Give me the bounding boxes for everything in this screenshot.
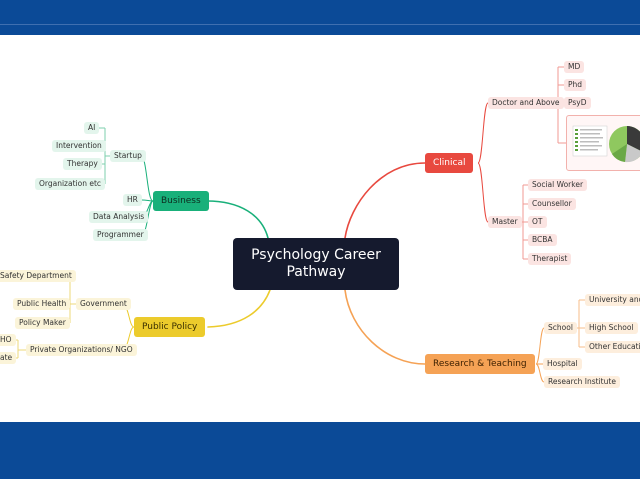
school-item-university[interactable]: University and C	[585, 294, 640, 306]
master-item-bcba[interactable]: BCBA	[528, 234, 557, 246]
startup-node[interactable]: Startup	[110, 150, 146, 162]
research-item-hospital[interactable]: Hospital	[543, 358, 582, 370]
doctor-node[interactable]: Doctor and Above	[488, 97, 564, 109]
top-banner-rule	[0, 24, 640, 25]
thumbnail-graphic	[572, 125, 640, 163]
research-item-institute[interactable]: Research Institute	[544, 376, 620, 388]
link-research-institute	[535, 363, 545, 383]
link-clinical-master	[477, 162, 489, 223]
research-teaching-node[interactable]: Research & Teaching	[425, 354, 535, 374]
school-item-other-education[interactable]: Other Education	[585, 341, 640, 353]
business-item-programmer[interactable]: Programmer	[93, 229, 148, 241]
link-research-school	[535, 327, 545, 365]
attached-image-thumbnail[interactable]	[566, 115, 640, 171]
master-node[interactable]: Master	[488, 216, 522, 228]
central-topic-title: Psychology Career Pathway	[251, 247, 381, 280]
business-node[interactable]: Business	[153, 191, 209, 211]
top-banner	[0, 0, 640, 35]
school-item-high-school[interactable]: High School	[585, 322, 638, 334]
mindmap-canvas: Business Startup AI Intervention Therapy…	[0, 35, 640, 422]
clinical-node[interactable]: Clinical	[425, 153, 474, 173]
bottom-banner	[0, 422, 640, 479]
link-research	[344, 289, 426, 365]
private-item-ate[interactable]: ate	[0, 352, 17, 364]
link-clinical-doctor	[477, 102, 489, 164]
link-startup-items	[98, 127, 110, 185]
startup-item-therapy[interactable]: Therapy	[63, 158, 102, 170]
master-item-social-worker[interactable]: Social Worker	[528, 179, 588, 191]
government-item-public-health[interactable]: Public Health	[13, 298, 71, 310]
link-private-items	[12, 339, 26, 359]
private-item-ho[interactable]: HO	[0, 334, 16, 346]
startup-item-intervention[interactable]: Intervention	[52, 140, 106, 152]
link-business-startup	[140, 155, 154, 202]
business-item-hr[interactable]: HR	[123, 194, 142, 206]
link-clinical	[344, 162, 426, 239]
government-item-safety[interactable]: Safety Department	[0, 270, 76, 282]
private-organizations-node[interactable]: Private Organizations/ NGO	[26, 344, 137, 356]
doctor-item-md[interactable]: MD	[564, 61, 585, 73]
master-item-therapist[interactable]: Therapist	[528, 253, 572, 265]
doctor-item-psyd[interactable]: PsyD	[564, 97, 591, 109]
startup-item-ai[interactable]: AI	[84, 122, 100, 134]
central-topic[interactable]: Psychology Career Pathway	[233, 238, 399, 290]
doctor-item-phd[interactable]: Phd	[564, 79, 587, 91]
government-node[interactable]: Government	[76, 298, 131, 310]
startup-item-organization[interactable]: Organization etc	[35, 178, 106, 190]
government-item-policy-maker[interactable]: Policy Maker	[15, 317, 70, 329]
public-policy-node[interactable]: Public Policy	[134, 317, 206, 337]
master-item-counsellor[interactable]: Counsellor	[528, 198, 576, 210]
link-public-policy	[207, 289, 271, 328]
link-business	[206, 200, 269, 239]
business-item-data-analysis[interactable]: Data Analysis	[89, 211, 149, 223]
master-item-ot[interactable]: OT	[528, 216, 547, 228]
school-node[interactable]: School	[544, 322, 577, 334]
